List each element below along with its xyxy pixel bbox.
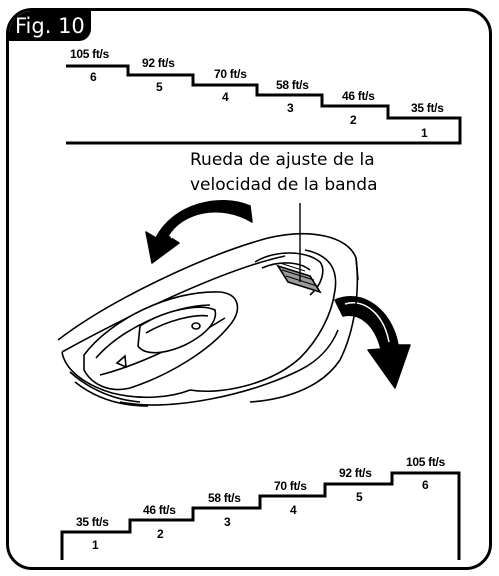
top-step-number: 1: [421, 126, 428, 140]
top-staircase-line: [66, 64, 462, 145]
bottom-step-speed: 58 ft/s: [208, 491, 241, 505]
bottom-step-number: 5: [356, 490, 363, 504]
bottom-step-number: 2: [157, 527, 164, 541]
speed-wheel-callout: Rueda de ajuste de la velocidad de la ba…: [190, 148, 440, 198]
figure-frame: Fig. 10: [6, 8, 492, 570]
bottom-step-number: 4: [290, 503, 297, 517]
bottom-staircase-line: [60, 471, 461, 560]
top-staircase: 105 ft/s 6 92 ft/s 5 70 ft/s 4 58 ft/s 3…: [66, 47, 462, 145]
top-step-number: 6: [90, 70, 97, 84]
bottom-staircase: 35 ft/s 1 46 ft/s 2 58 ft/s 3 70 ft/s 4 …: [60, 455, 461, 560]
bottom-step-speed: 35 ft/s: [76, 515, 109, 529]
top-step-speed: 35 ft/s: [411, 101, 444, 115]
bottom-step-number: 1: [92, 538, 99, 552]
rotate-arrow-up: [145, 199, 253, 264]
top-step-number: 5: [156, 80, 163, 94]
figure-label: Fig. 10: [9, 11, 91, 41]
bottom-step-speed: 92 ft/s: [339, 466, 372, 480]
callout-line-2: velocidad de la banda: [190, 175, 378, 195]
top-step-speed: 46 ft/s: [342, 89, 375, 103]
rotate-arrow-down: [334, 295, 411, 389]
bottom-step-speed: 70 ft/s: [274, 479, 307, 493]
top-step-speed: 58 ft/s: [276, 78, 309, 92]
bottom-step-number: 3: [224, 515, 231, 529]
belt-sander-illustration: [57, 203, 359, 407]
top-step-speed: 105 ft/s: [70, 47, 110, 61]
bottom-step-speed: 105 ft/s: [406, 455, 446, 469]
bottom-step-speed: 46 ft/s: [143, 503, 176, 517]
top-step-speed: 92 ft/s: [142, 56, 175, 70]
top-step-number: 4: [222, 90, 229, 104]
callout-line-1: Rueda de ajuste de la: [190, 150, 375, 170]
bottom-step-number: 6: [422, 478, 429, 492]
top-step-speed: 70 ft/s: [214, 67, 247, 81]
top-step-number: 2: [350, 113, 357, 127]
top-step-number: 3: [287, 101, 294, 115]
